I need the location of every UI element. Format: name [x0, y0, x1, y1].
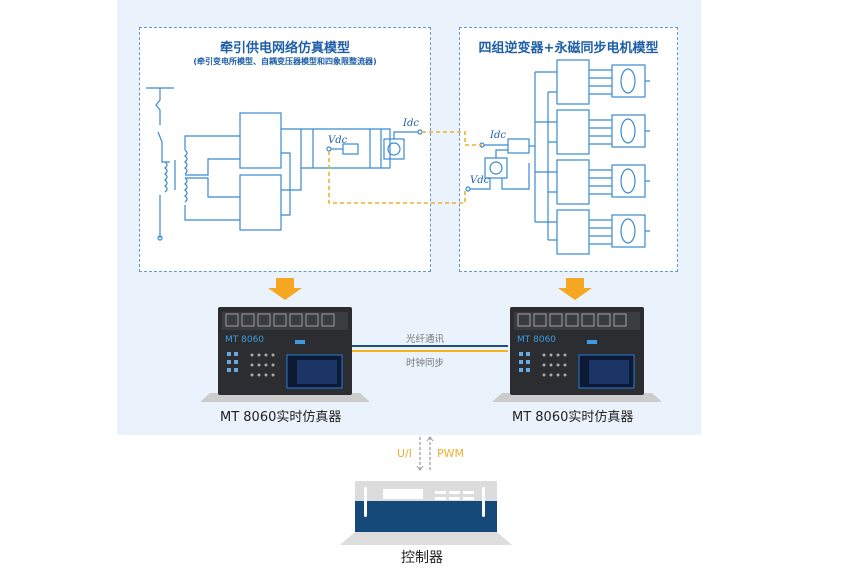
- left-model-title: 牵引供电网络仿真模型: [219, 41, 350, 56]
- left-vdc-label: Vdc: [328, 135, 348, 146]
- right-vdc-label: Vdc: [470, 175, 490, 186]
- pwm-signal-label: PWM: [437, 447, 465, 460]
- left-model-subtitle: (牵引变电所模型、自耦变压器模型和四象限整流器): [193, 57, 377, 66]
- controller-label: 控制器: [401, 550, 443, 566]
- fiber-communication-label: 光纤通讯: [406, 334, 445, 345]
- simulator-label-2: MT 8060实时仿真器: [512, 410, 634, 425]
- left-idc-label: Idc: [403, 118, 419, 129]
- simulator-label-1: MT 8060实时仿真器: [220, 410, 342, 425]
- traction-network-model-box: [139, 27, 431, 272]
- device-brand-1: MT 8060: [225, 335, 265, 345]
- right-idc-label: Idc: [490, 130, 506, 141]
- right-model-title: 四组逆变器+永磁同步电机模型: [478, 41, 659, 56]
- device-brand-2: MT 8060: [517, 335, 557, 345]
- clock-sync-label: 时钟同步: [406, 358, 445, 369]
- ui-signal-label: U/I: [397, 447, 413, 460]
